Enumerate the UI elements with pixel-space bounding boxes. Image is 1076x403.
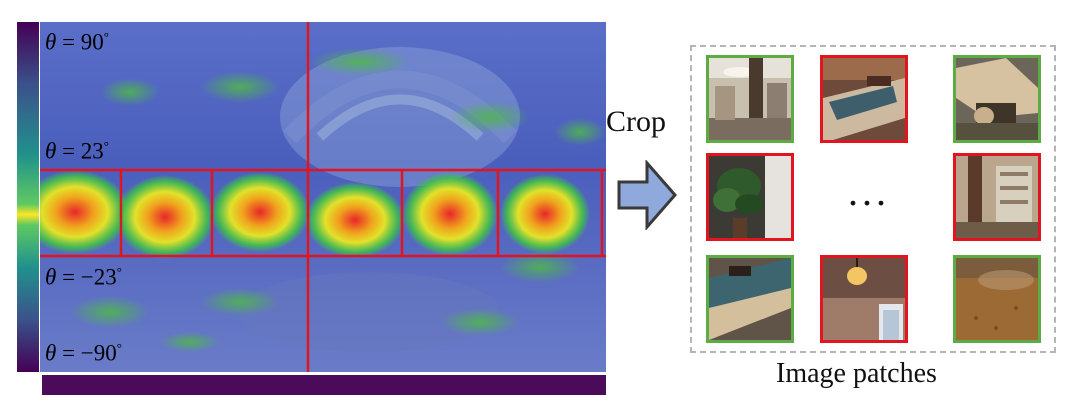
theta-label-minus-90: θ = −90° <box>45 340 122 366</box>
patch-shelf-and-column <box>953 153 1041 241</box>
patch-table-with-tray <box>820 55 908 143</box>
panorama-bottom-strip <box>42 375 606 395</box>
panorama-heatmap <box>40 22 606 372</box>
image-patches-label: Image patches <box>776 358 937 389</box>
colorbar <box>17 22 39 372</box>
patch-potted-plant <box>706 153 794 241</box>
patch-room-with-column <box>706 55 794 143</box>
crop-arrow-icon <box>617 160 677 230</box>
patch-wooden-floor <box>953 255 1041 343</box>
patch-table-corner <box>706 255 794 343</box>
patch-wooden-bench <box>953 55 1041 143</box>
image-patches-box <box>690 45 1056 353</box>
theta-label-23: θ = 23° <box>45 138 109 164</box>
theta-label-90: θ = 90° <box>45 29 109 55</box>
more-patches-ellipsis: ... <box>848 169 890 214</box>
patch-hanging-lamp <box>820 255 908 343</box>
theta-label-minus-23: θ = −23° <box>45 264 122 290</box>
crop-label: Crop <box>606 105 666 138</box>
panorama-scene <box>40 22 606 372</box>
crop-grid <box>40 22 606 372</box>
